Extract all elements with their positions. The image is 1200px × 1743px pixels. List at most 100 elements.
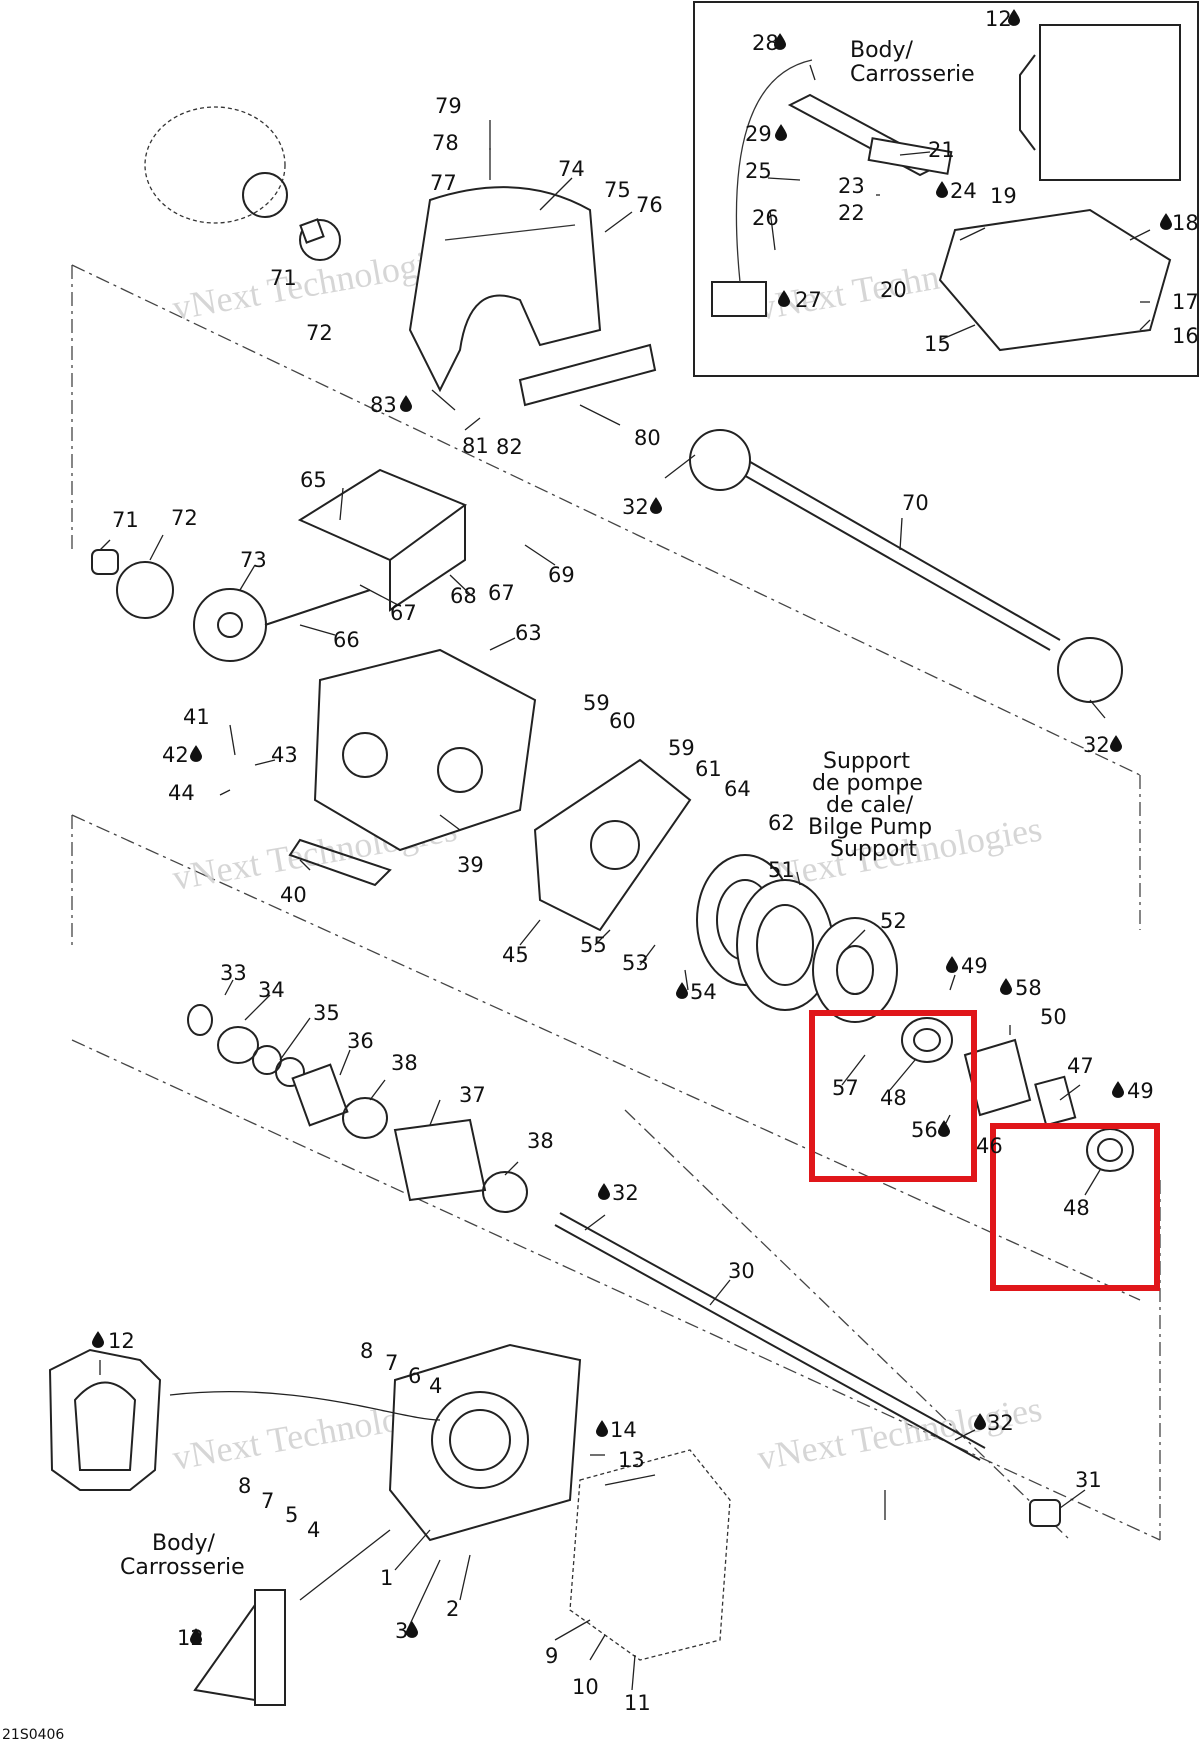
part-label: 71 (112, 508, 139, 532)
part-label: 72 (171, 506, 198, 530)
oil-drop-icon (400, 395, 412, 412)
part-label: 46 (976, 1134, 1003, 1158)
part-label: 77 (430, 171, 457, 195)
oil-drop-icon (775, 124, 787, 141)
part-label: 52 (880, 909, 907, 933)
part-labels: 79 78 77 74 75 76 71 72 83 81 82 80 32 7… (108, 7, 1199, 1715)
part-label: 39 (457, 853, 484, 877)
part-label: 2 (446, 1597, 459, 1621)
part-label: 28 (752, 31, 779, 55)
part-label: 59 (668, 736, 695, 760)
part-label: 75 (604, 178, 631, 202)
part-label: 59 (583, 691, 610, 715)
oil-drop-icon (650, 497, 662, 514)
part-label: 11 (624, 1691, 651, 1715)
oil-drop-icon (676, 982, 688, 999)
drawing-code: 21S0406 (2, 1727, 64, 1743)
part-label: 12 (985, 7, 1012, 31)
part-label: 7 (261, 1489, 274, 1513)
part-label: 51 (768, 858, 795, 882)
part-label: 14 (610, 1418, 637, 1442)
part-label: 70 (902, 491, 929, 515)
part-label: 72 (306, 321, 333, 345)
part-label: 19 (990, 184, 1017, 208)
highlight-box-left (809, 1010, 977, 1182)
part-label: 8 (238, 1474, 251, 1498)
part-label: 10 (572, 1675, 599, 1699)
highlight-box-right (990, 1123, 1160, 1291)
part-label: 33 (220, 961, 247, 985)
part-label: 53 (622, 951, 649, 975)
part-label: 1 (380, 1566, 393, 1590)
part-label: 16 (1172, 324, 1199, 348)
inset-frame (693, 1, 1199, 377)
part-label: 64 (724, 777, 751, 801)
part-label: 55 (580, 933, 607, 957)
part-label: 76 (636, 193, 663, 217)
part-label: 47 (1067, 1054, 1094, 1078)
part-label: 38 (527, 1129, 554, 1153)
part-label: 31 (1075, 1468, 1102, 1492)
part-label: 17 (1172, 290, 1199, 314)
part-label: 45 (502, 943, 529, 967)
part-label: 38 (391, 1051, 418, 1075)
part-label: 4 (429, 1374, 442, 1398)
part-label: 32 (1083, 733, 1110, 757)
part-label: 32 (612, 1181, 639, 1205)
part-label: 9 (545, 1644, 558, 1668)
part-label: 34 (258, 978, 285, 1002)
part-label: 20 (880, 278, 907, 302)
part-label: 73 (240, 548, 267, 572)
part-label: 15 (924, 332, 951, 356)
body-annotation-bottom: Body/ Carrosserie (120, 1531, 245, 1580)
part-label: 41 (183, 705, 210, 729)
part-label: 24 (950, 179, 977, 203)
part-label: 6 (408, 1364, 421, 1388)
oil-drop-icon (598, 1183, 610, 1200)
body-annotation-top: Body/ Carrosserie (850, 38, 975, 87)
part-label: 8 (360, 1339, 373, 1363)
oil-drop-icon (938, 1120, 950, 1137)
part-label: 3 (395, 1619, 408, 1643)
oil-drop-icon (1112, 1081, 1124, 1098)
part-label: 58 (1015, 976, 1042, 1000)
bilge-pump-support-annotation: Support de pompe de cale/ Bilge Pump Sup… (808, 749, 939, 862)
part-label: 44 (168, 781, 195, 805)
part-label: 29 (745, 122, 772, 146)
part-label: 63 (515, 621, 542, 645)
part-label: 82 (496, 435, 523, 459)
part-label: 30 (728, 1259, 755, 1283)
part-label: 40 (280, 883, 307, 907)
part-label: 32 (622, 495, 649, 519)
part-label: 35 (313, 1001, 340, 1025)
part-label: 23 (838, 174, 865, 198)
part-label: 57 (832, 1076, 859, 1100)
part-label: 66 (333, 628, 360, 652)
part-label: 62 (768, 811, 795, 835)
part-label: 56 (911, 1118, 938, 1142)
part-label: 61 (695, 757, 722, 781)
oil-drop-icon (92, 1331, 104, 1348)
part-label: 79 (435, 94, 462, 118)
part-label: 4 (307, 1518, 320, 1542)
part-label: 12 (108, 1329, 135, 1353)
part-label: 74 (558, 157, 585, 181)
part-label: 48 (1063, 1196, 1090, 1220)
part-label: 68 (450, 584, 477, 608)
part-label: 7 (385, 1351, 398, 1375)
part-label: 26 (752, 206, 779, 230)
part-drawings (48, 24, 1181, 1706)
part-label: 5 (285, 1503, 298, 1527)
part-label: 80 (634, 426, 661, 450)
part-label: 36 (347, 1029, 374, 1053)
part-label: 67 (488, 581, 515, 605)
part-label: 83 (370, 393, 397, 417)
part-label: 13 (618, 1448, 645, 1472)
part-label: 18 (1172, 211, 1199, 235)
oil-drop-icon (946, 956, 958, 973)
part-label: 43 (271, 743, 298, 767)
oil-drop-icon (1160, 213, 1172, 230)
part-label: 67 (390, 601, 417, 625)
part-label: 81 (462, 434, 489, 458)
part-label: 37 (459, 1083, 486, 1107)
